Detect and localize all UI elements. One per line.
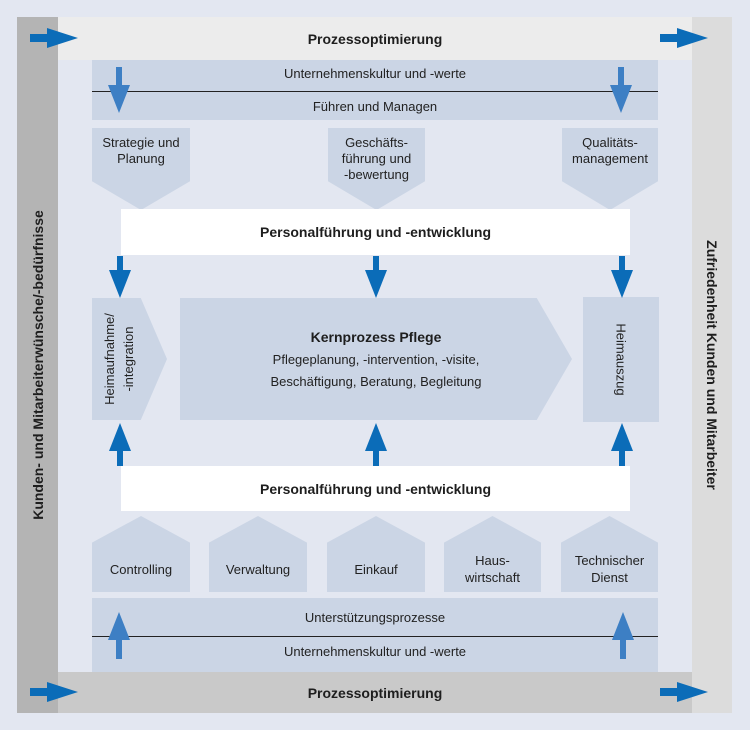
business-management-process: Geschäfts- führung und -bewertung (328, 128, 425, 210)
support-process-housekeeping: Haus- wirtschaft (444, 516, 541, 592)
core-care-process: Kernprozess Pflege Pflegeplanung, -inter… (180, 298, 572, 420)
personnel-development-bottom-label: Personalführung und -entwicklung (260, 480, 491, 497)
admission-process: Heimaufnahme/ -integration (92, 298, 167, 420)
support-process-controlling: Controlling (92, 516, 190, 592)
support-process-purchasing: Einkauf (327, 516, 425, 592)
support-process-administration: Verwaltung (209, 516, 307, 592)
process-optimization-bottom-label: Prozessoptimierung (307, 684, 443, 701)
administration-label: Verwaltung (225, 561, 291, 577)
controlling-label: Controlling (109, 561, 173, 577)
process-optimization-bottom-band: Prozessoptimierung (58, 672, 692, 713)
arrow-down-icon (108, 67, 130, 113)
strategy-planning-label: Strategie und Planung (102, 135, 180, 166)
arrow-up-icon (108, 612, 130, 659)
quality-management-label: Qualitäts- management (572, 135, 648, 166)
core-process-line-1: Pflegeplanung, -intervention, -visite, (272, 352, 480, 367)
personnel-development-top: Personalführung und -entwicklung (121, 209, 630, 255)
strategy-planning-process: Strategie und Planung (92, 128, 190, 210)
technical-service-label: Technischer Dienst (574, 553, 645, 585)
support-culture-block: Unterstützungsprozesse Unternehmenskultu… (92, 598, 658, 672)
purchasing-label: Einkauf (354, 561, 398, 577)
arrow-right-icon (30, 28, 78, 48)
arrow-down-icon (610, 67, 632, 113)
personnel-development-bottom: Personalführung und -entwicklung (121, 466, 630, 511)
support-processes-label: Unterstützungsprozesse (304, 610, 446, 625)
arrow-down-icon (365, 256, 387, 298)
arrow-up-icon (365, 423, 387, 466)
satisfaction-sidebar: Zufriedenheit Kunden und Mitarbeiter (692, 17, 732, 713)
quality-management-process: Qualitäts- management (562, 128, 658, 210)
support-process-technical-service: Technischer Dienst (561, 516, 658, 592)
arrow-right-icon (660, 28, 708, 48)
arrow-down-icon (109, 256, 131, 298)
corporate-culture-bottom-label: Unternehmenskultur und -werte (283, 644, 467, 659)
satisfaction-label: Zufriedenheit Kunden und Mitarbeiter (704, 240, 721, 490)
leading-managing-label: Führen und Managen (312, 99, 438, 114)
business-management-label: Geschäfts- führung und -bewertung (341, 135, 412, 182)
arrow-up-icon (109, 423, 131, 466)
customer-needs-sidebar: Kunden- und Mitarbeiterwünsche/-bedürfni… (17, 17, 58, 713)
arrow-down-icon (611, 256, 633, 298)
arrow-right-icon (660, 682, 708, 702)
divider-line (92, 636, 658, 637)
housekeeping-label: Haus- wirtschaft (465, 553, 520, 585)
customer-needs-label: Kunden- und Mitarbeiterwünsche/-bedürfni… (29, 210, 46, 520)
core-process-line-2: Beschäftigung, Beratung, Begleitung (270, 374, 482, 389)
arrow-up-icon (612, 612, 634, 659)
exit-process: Heimauszug (583, 297, 659, 422)
exit-label: Heimauszug (613, 323, 629, 396)
management-culture-block: Unternehmenskultur und -werte Führen und… (92, 60, 658, 120)
personnel-development-top-label: Personalführung und -entwicklung (260, 224, 491, 240)
arrow-up-icon (611, 423, 633, 466)
corporate-culture-label: Unternehmenskultur und -werte (283, 66, 467, 81)
divider-line (92, 91, 658, 92)
arrow-right-icon (30, 682, 78, 702)
admission-label: Heimaufnahme/ -integration (102, 313, 136, 405)
core-process-title: Kernprozess Pflege (310, 329, 442, 345)
process-optimization-top-band: Prozessoptimierung (58, 17, 692, 60)
process-optimization-top-label: Prozessoptimierung (307, 30, 443, 47)
